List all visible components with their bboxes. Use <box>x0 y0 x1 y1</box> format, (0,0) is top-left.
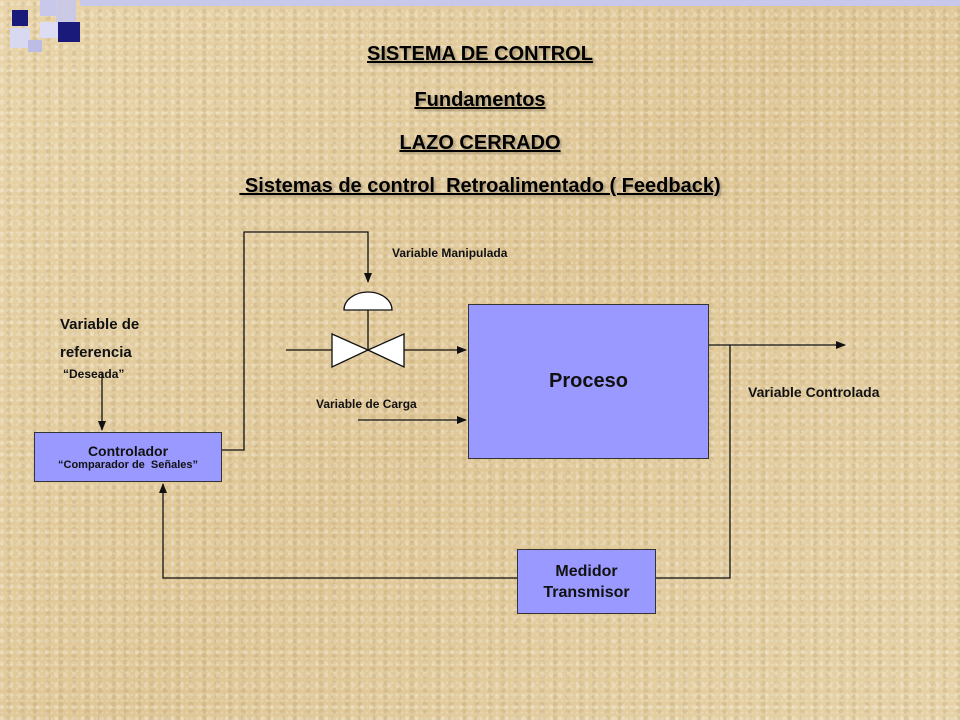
reference-variable-label-2: referencia <box>60 344 132 361</box>
transmitter-to-controller-line <box>159 483 517 579</box>
transmitter-block: Medidor Transmisor <box>517 549 656 614</box>
process-block: Proceso <box>468 304 709 459</box>
subtitle-feedback: Sistemas de control Retroalimentado ( Fe… <box>239 175 721 197</box>
reference-variable-label-1: Variable de <box>60 316 140 333</box>
comparator-label: “Comparador de Señales” <box>58 459 198 471</box>
subtitle-lazo-cerrado: LAZO CERRADO <box>399 132 561 154</box>
output-to-transmitter-line <box>655 345 731 579</box>
manipulated-variable-label: Variable Manipulada <box>392 246 508 260</box>
subtitle-fundamentos: Fundamentos <box>414 89 546 111</box>
transmitter-label-1: Medidor <box>555 562 618 580</box>
main-title: SISTEMA DE CONTROL <box>367 43 593 65</box>
load-variable-label: Variable de Carga <box>316 397 417 411</box>
controller-block: Controlador “Comparador de Señales” <box>34 432 222 482</box>
controlled-variable-label: Variable Controlada <box>748 384 880 400</box>
process-label: Proceso <box>549 370 628 392</box>
controller-label: Controlador <box>87 443 169 459</box>
desired-label: “Deseada” <box>63 367 125 381</box>
valve-icon <box>331 291 405 369</box>
transmitter-label-2: Transmisor <box>543 583 630 601</box>
controller-to-valve-line <box>222 231 372 451</box>
